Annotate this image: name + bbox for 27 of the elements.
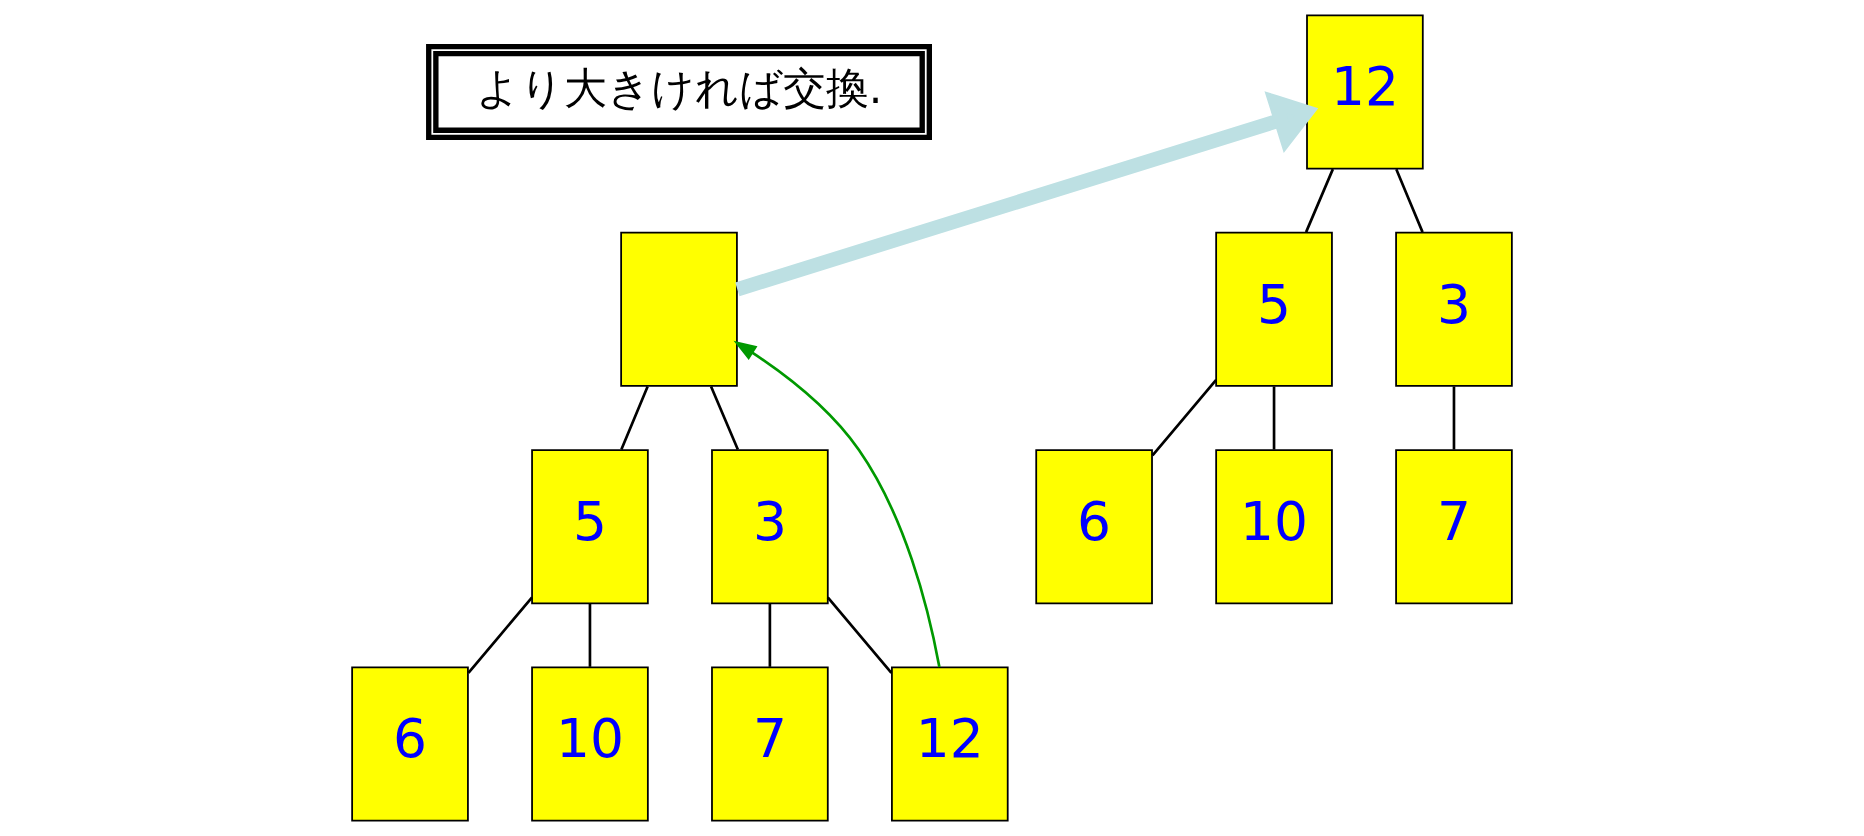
connector — [826, 596, 893, 674]
arrow — [735, 91, 1319, 297]
node-box: 10 — [1215, 449, 1333, 605]
node-box: 10 — [531, 666, 649, 822]
node-box: 7 — [711, 666, 829, 822]
connector — [1151, 379, 1218, 457]
connector — [1304, 168, 1335, 233]
node-box: 5 — [1215, 231, 1333, 387]
node-box — [620, 231, 738, 387]
node-box: 12 — [891, 666, 1009, 822]
node-box: 3 — [1395, 231, 1513, 387]
node-box: 6 — [1035, 449, 1153, 605]
connector — [1272, 386, 1276, 450]
node-box: より大きければ交換. — [426, 43, 932, 141]
connector — [588, 603, 592, 667]
connector — [467, 596, 534, 674]
connector — [709, 385, 740, 450]
node-box: 3 — [711, 449, 829, 605]
connector — [1452, 386, 1456, 450]
arrow — [733, 340, 941, 668]
connector — [620, 385, 649, 450]
connector — [1395, 168, 1424, 233]
connector — [768, 603, 772, 667]
node-box: 7 — [1395, 449, 1513, 605]
node-box: 12 — [1306, 14, 1424, 170]
node-box: 5 — [531, 449, 649, 605]
node-box: 6 — [351, 666, 469, 822]
